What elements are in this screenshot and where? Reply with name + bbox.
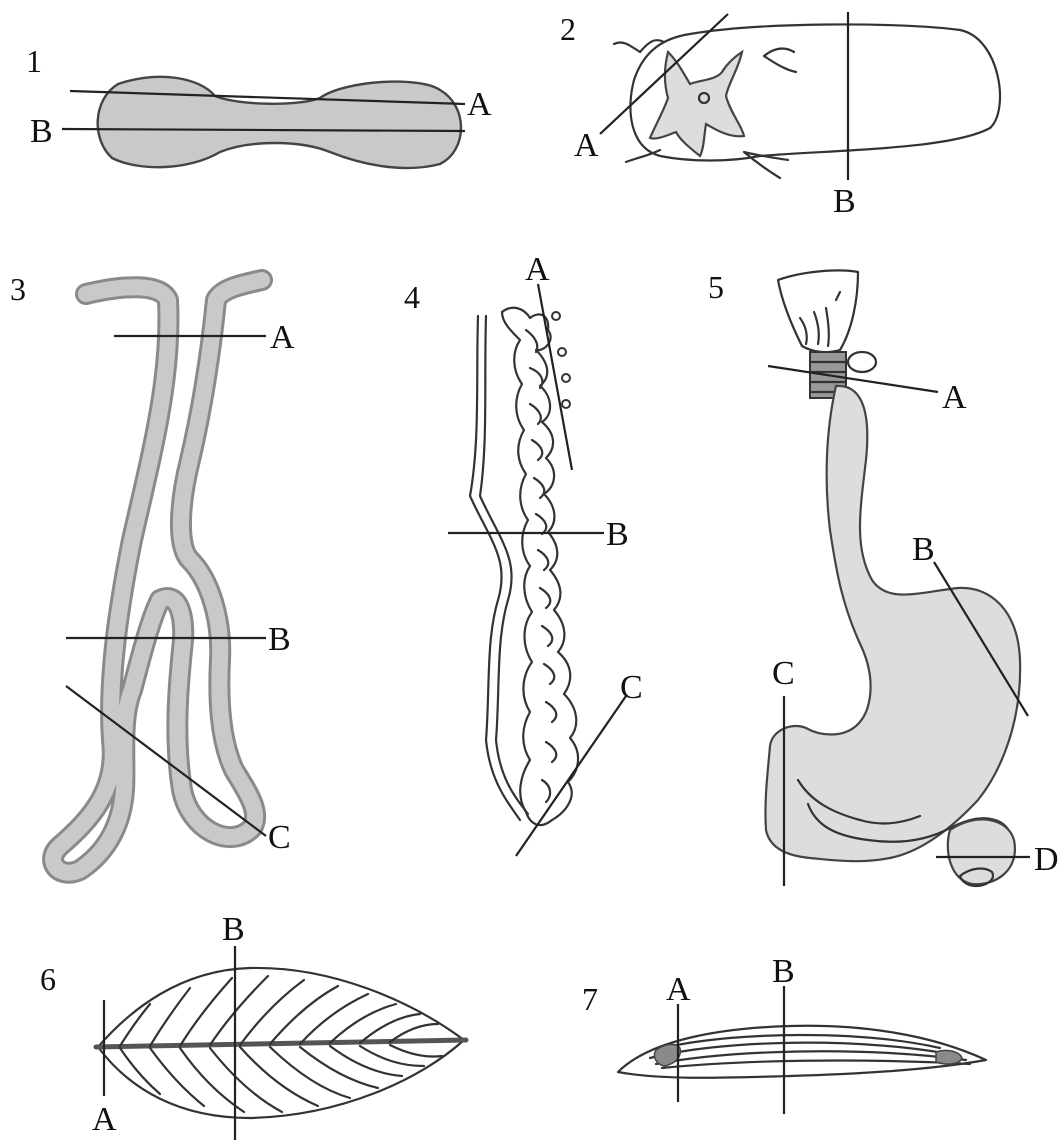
figure-3: 3 A B C xyxy=(10,271,295,873)
figure-2-label-b: B xyxy=(833,183,856,220)
figure-6-label-a: A xyxy=(92,1101,117,1138)
figure-7: 7 A B xyxy=(582,953,986,1114)
figure-4-label-a: A xyxy=(525,251,550,288)
figure-3-label-b: B xyxy=(268,621,291,658)
figure-5-label-d: D xyxy=(1034,841,1059,878)
figure-3-label-c: C xyxy=(268,819,291,856)
figure-4-number: 4 xyxy=(404,279,420,315)
figure-4-duct-openings xyxy=(552,312,570,408)
figure-5-pharynx-folds xyxy=(800,292,840,346)
figure-1-organ xyxy=(98,77,461,168)
figure-3-number: 3 xyxy=(10,271,26,307)
figure-7-label-b: B xyxy=(772,953,795,990)
figure-2-number: 2 xyxy=(560,11,576,47)
figure-5-label-c: C xyxy=(772,655,795,692)
figure-3-label-a: A xyxy=(270,319,295,356)
figure-3-tubule xyxy=(53,280,262,873)
figure-2: 2 A B xyxy=(560,11,1000,220)
figure-1-number: 1 xyxy=(26,43,42,79)
figure-4: 4 A B C xyxy=(404,251,643,856)
figure-4-label-c: C xyxy=(620,669,643,706)
figure-2-label-a: A xyxy=(574,127,599,164)
figure-5-trachea xyxy=(848,352,876,372)
figure-4-label-b: B xyxy=(606,516,629,553)
figure-5-pancreas-duct xyxy=(948,819,1015,884)
figure-7-tendon-left xyxy=(654,1044,680,1066)
figure-6: 6 A B xyxy=(40,911,466,1140)
figure-1-label-a: A xyxy=(467,86,492,123)
figure-6-number: 6 xyxy=(40,961,56,997)
figure-2-grey-matter xyxy=(650,52,744,156)
figure-6-label-b: B xyxy=(222,911,245,948)
figure-7-number: 7 xyxy=(582,981,598,1017)
figure-1-label-b: B xyxy=(30,113,53,150)
figure-7-fibers xyxy=(650,1035,970,1068)
figure-7-label-a: A xyxy=(666,971,691,1008)
figure-1: 1 A B xyxy=(26,43,492,168)
figure-4-cut-c xyxy=(516,696,626,856)
figure-5: 5 A B C D xyxy=(708,269,1059,886)
figure-4-coils xyxy=(502,308,578,825)
figure-5-label-a: A xyxy=(942,379,967,416)
figure-5-stomach xyxy=(765,386,1020,861)
figure-7-tendon-right xyxy=(936,1050,962,1064)
figure-5-label-b: B xyxy=(912,531,935,568)
figure-5-number: 5 xyxy=(708,269,724,305)
